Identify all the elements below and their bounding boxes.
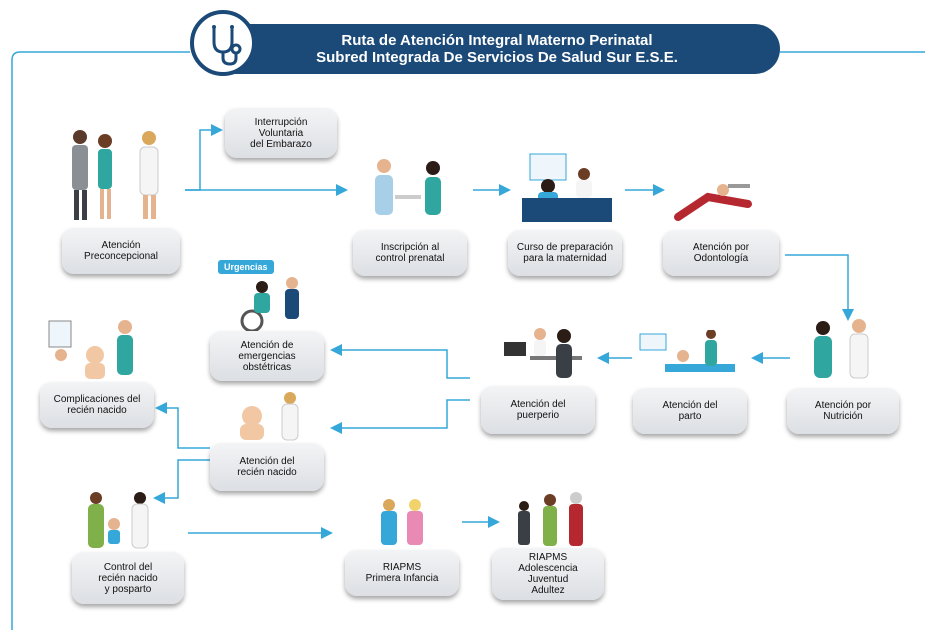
maternity-course-illustration (522, 153, 612, 222)
arrow-to-complicaciones (155, 402, 210, 449)
node-atencion-recien-nacido: Atención del recién nacido (210, 443, 324, 491)
title-banner: Ruta de Atención Integral Materno Perina… (214, 24, 780, 74)
dental-chair-illustration (674, 184, 752, 221)
urgencias-badge: Urgencias (218, 260, 274, 274)
nutrition-illustration (814, 319, 869, 379)
node-emergencias-obstetricas: Atención de emergencias obstétricas (210, 331, 324, 381)
node-curso-preparacion: Curso de preparación para la maternidad (508, 230, 622, 276)
title-line-1: Ruta de Atención Integral Materno Perina… (341, 32, 653, 49)
node-atencion-preconcepcional: Atención Preconcepcional (62, 228, 180, 274)
arrow-to-ive (185, 124, 223, 191)
node-atencion-parto: Atención del parto (633, 388, 747, 434)
stethoscope-icon (190, 10, 256, 76)
node-atencion-puerperio: Atención del puerperio (481, 386, 595, 434)
node-control-recien-nacido-posparto: Control del recién nacido y posparto (72, 552, 184, 604)
node-inscripcion-control-prenatal: Inscripción al control prenatal (353, 230, 467, 276)
adolescents-adults-illustration (518, 492, 583, 546)
node-atencion-nutricion: Atención por Nutrición (787, 388, 899, 434)
frame-left-line (11, 51, 190, 630)
preconception-couple-doctor-illustration (72, 130, 159, 220)
prenatal-enrollment-illustration (375, 159, 441, 215)
node-interrupcion-voluntaria: Interrupción Voluntaria del Embarazo (225, 108, 337, 158)
node-riapms-adolescencia-juventud-adultez: RIAPMS Adolescencia Juventud Adultez (492, 548, 604, 600)
childbirth-illustration (639, 330, 735, 372)
newborn-care-illustration (240, 392, 299, 441)
node-atencion-odontologia: Atención por Odontología (663, 230, 779, 276)
arrow-to-recien-nacido (330, 399, 470, 434)
arrow-to-control (153, 459, 210, 504)
newborn-complications-illustration (48, 320, 133, 379)
title-line-2: Subred Integrada De Servicios De Salud S… (316, 49, 678, 66)
node-riapms-primera-infancia: RIAPMS Primera Infancia (345, 550, 459, 596)
arrow-to-emergencias (330, 344, 470, 379)
postpartum-control-illustration (88, 492, 149, 549)
wheelchair-emergency-illustration (240, 277, 299, 333)
postpartum-illustration (504, 328, 582, 378)
arrow-to-nutricion (785, 254, 854, 321)
node-complicaciones-recien-nacido: Complicaciones del recién nacido (40, 382, 154, 428)
children-illustration (381, 499, 423, 545)
